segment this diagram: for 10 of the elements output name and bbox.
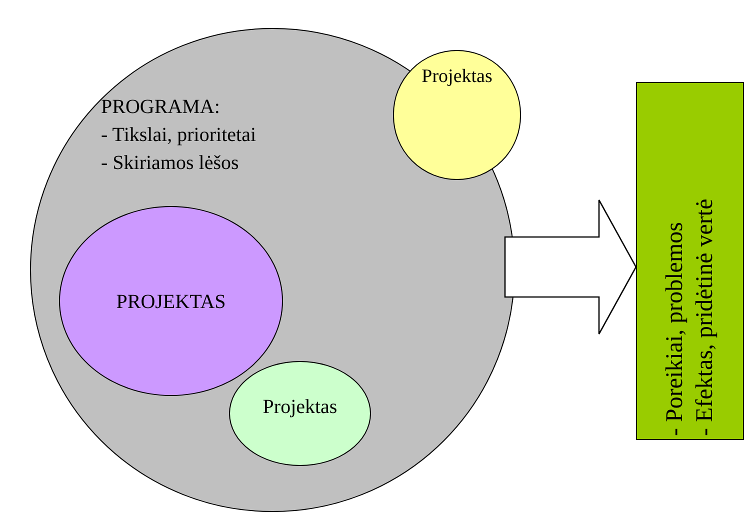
node-label: Projektas: [420, 65, 494, 89]
outcome-box: [636, 82, 744, 440]
block-arrow: [504, 199, 637, 335]
heading: PROGRAMA:: [101, 95, 221, 120]
list-item: - Tikslai, prioritetai: [101, 123, 256, 148]
node-label: Projektas: [262, 395, 338, 420]
node-label: PROJEKTAS: [115, 290, 227, 315]
list-item: - Poreikiai, problemos: [661, 221, 689, 436]
list-item: - Efektas, pridėtinė vertė: [691, 198, 719, 436]
list-item: - Skiriamos lėšos: [101, 151, 240, 176]
